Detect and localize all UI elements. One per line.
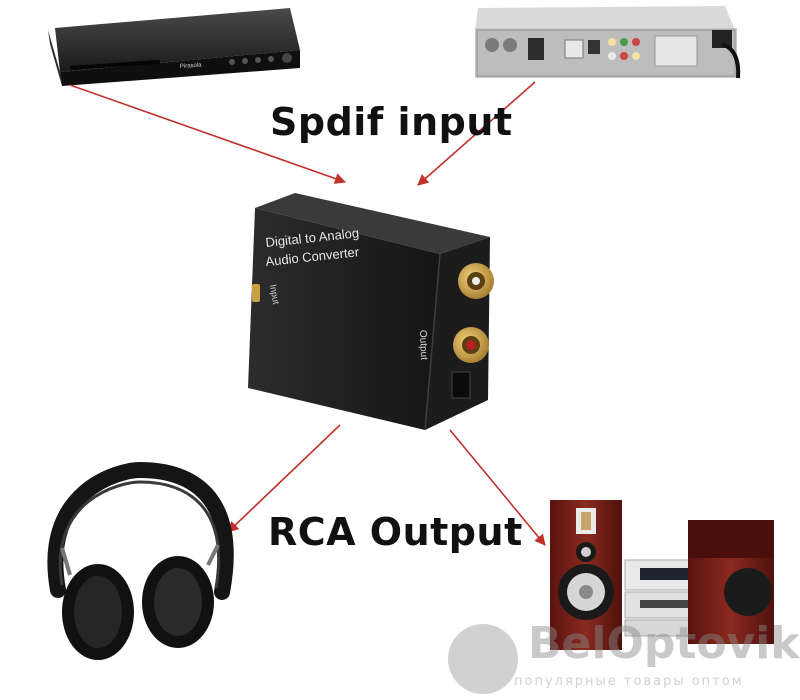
truck-logo-icon (448, 624, 518, 694)
dvd-player-image: Pirasola (48, 8, 300, 86)
dvd-brand-text: Pirasola (180, 62, 203, 70)
watermark-name: BelOptovik (528, 618, 800, 669)
spdif-input-heading: Spdif input (270, 100, 513, 144)
watermark: BelOptovik популярные товары оптом (440, 618, 800, 700)
converter-output-label: Output (417, 330, 429, 361)
arrow-stb-to-converter (417, 81, 536, 186)
set-top-box-image (475, 6, 741, 79)
arrows-group (69, 81, 546, 546)
converter-box-image: Digital to Analog Audio Converter Input … (248, 193, 494, 431)
arrow-converter-to-headphones (227, 424, 341, 533)
arrow-dvd-to-converter (69, 84, 347, 184)
speaker-system-image (550, 500, 774, 650)
watermark-tagline: популярные товары оптом (514, 674, 744, 689)
headphones-image (47, 461, 234, 660)
rca-output-heading: RCA Output (268, 510, 523, 554)
converter-input-label: Input (268, 284, 281, 306)
arrow-converter-to-speakers (449, 429, 546, 546)
